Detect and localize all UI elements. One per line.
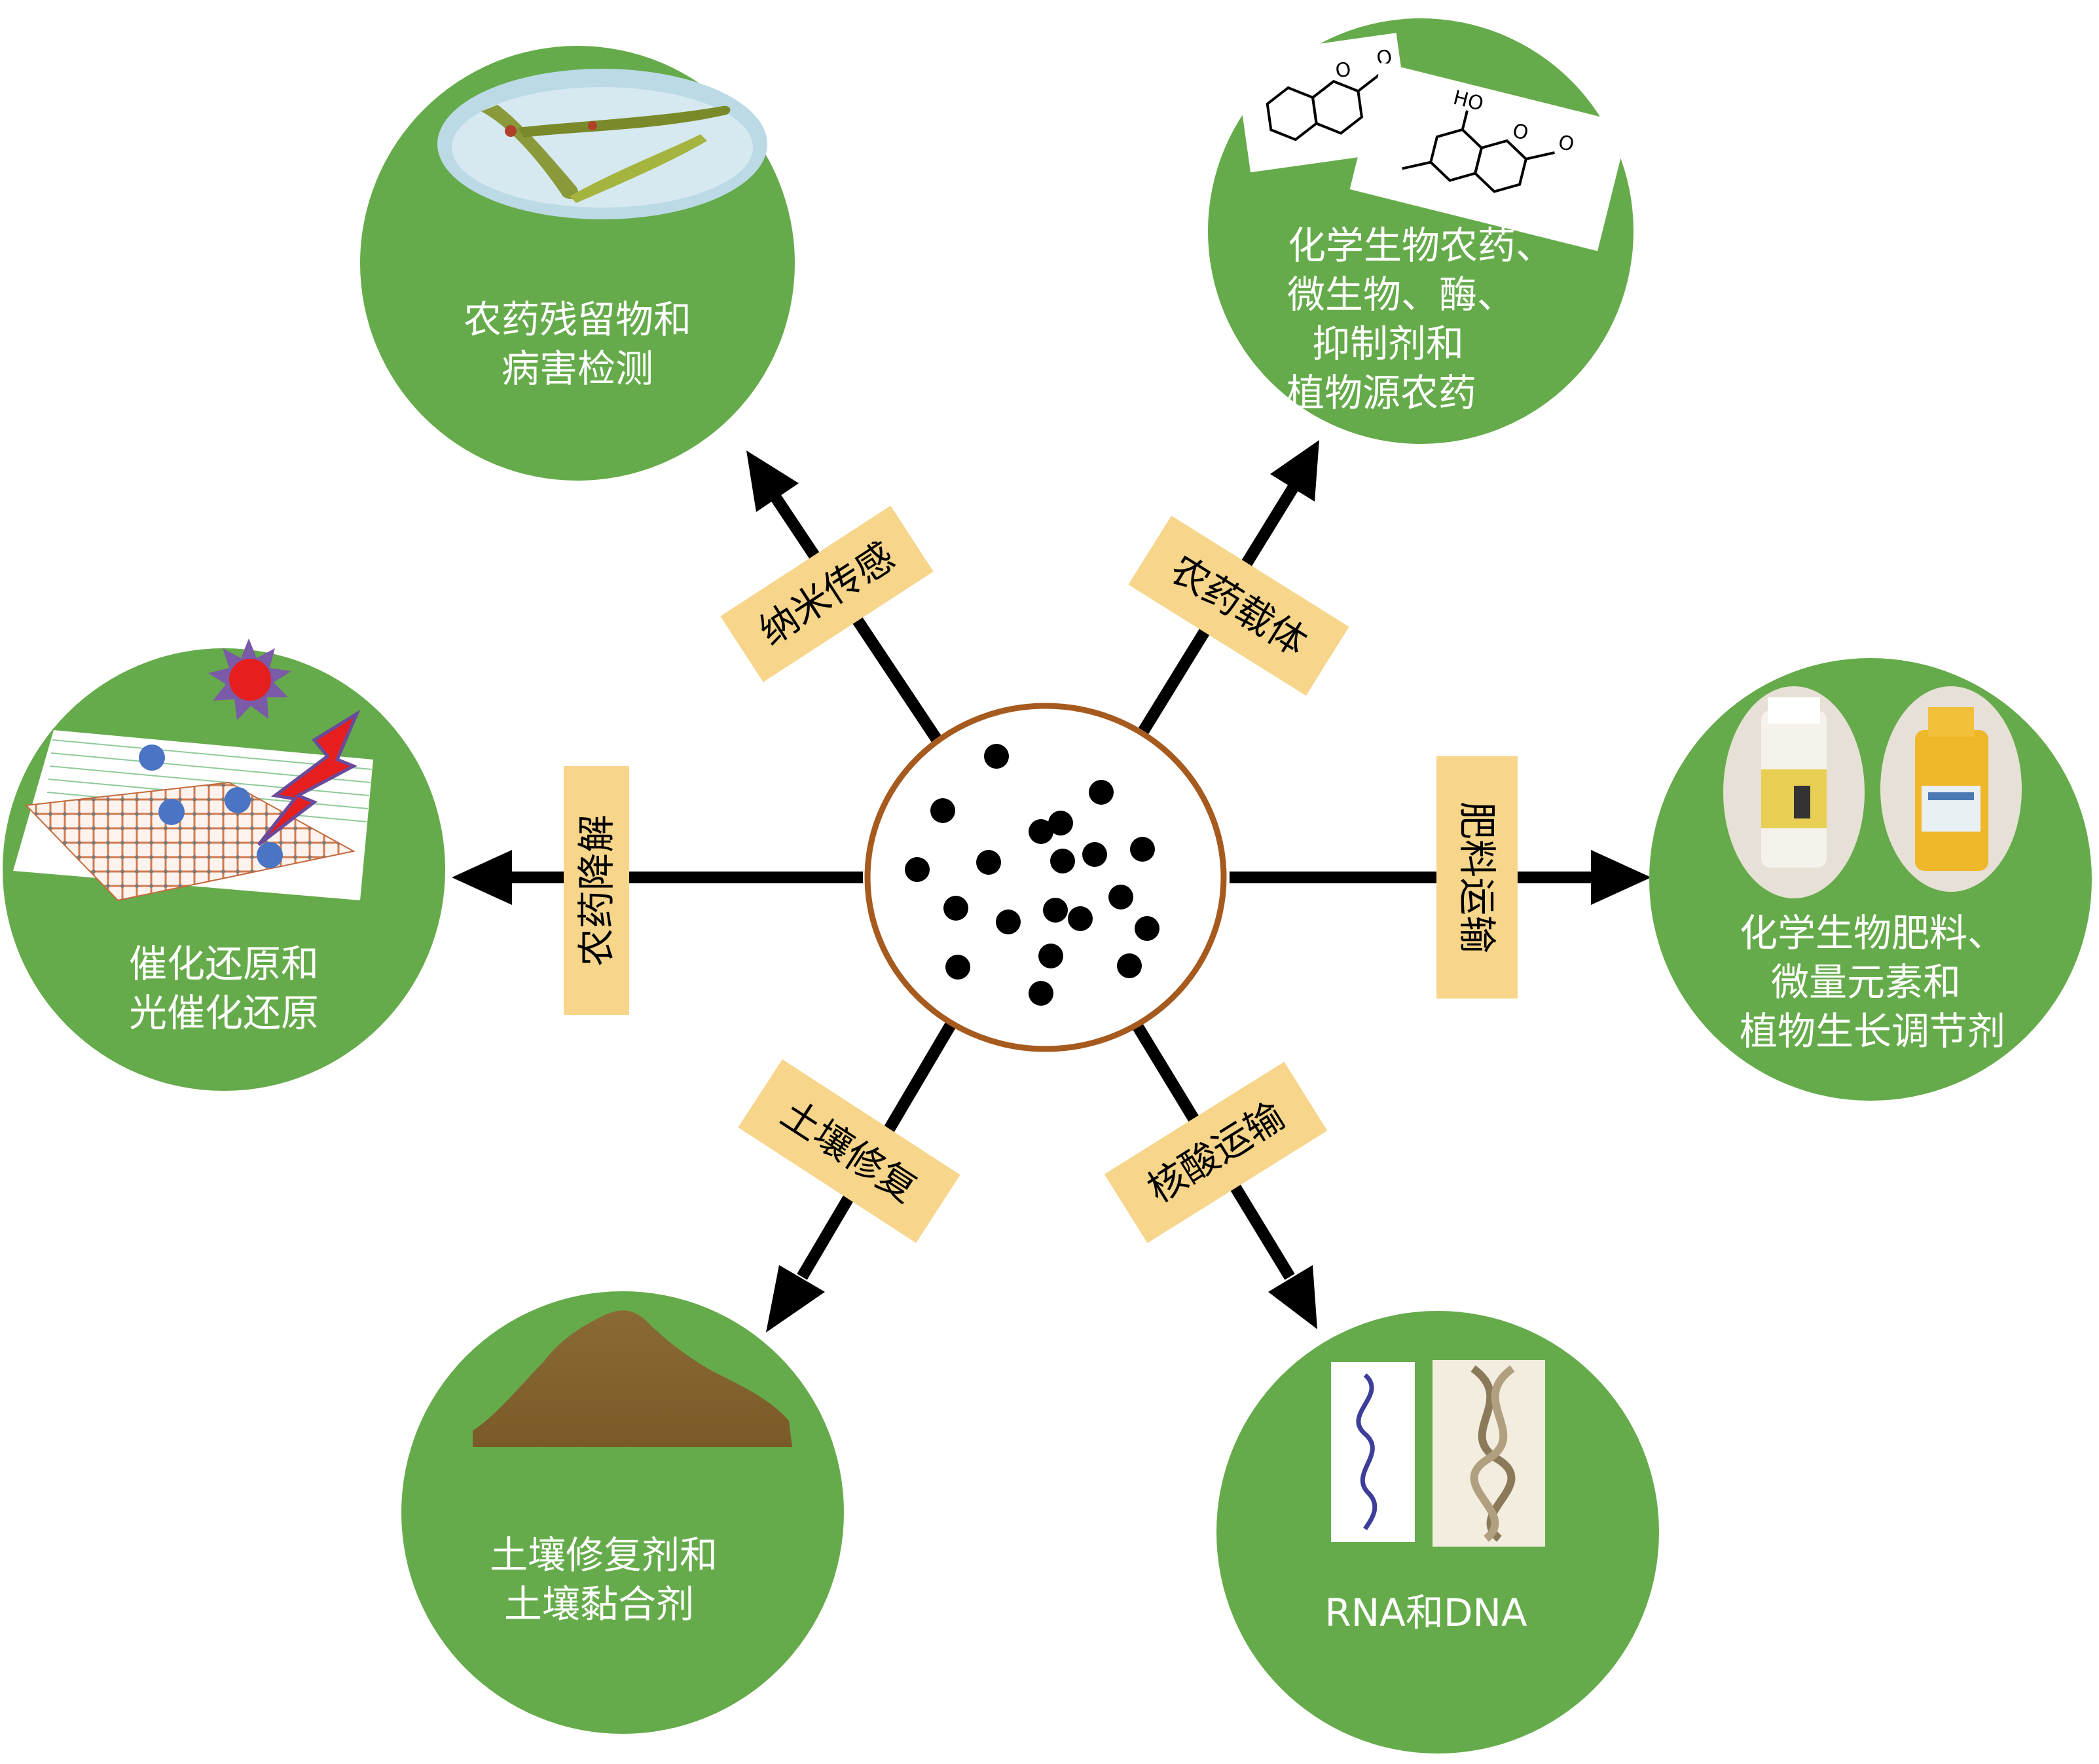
lightning-icon [257, 709, 361, 846]
circle-degradation-line-2: 光催化还原 [129, 991, 319, 1035]
dna-helix-icon [1331, 1360, 1545, 1547]
arrow-sensing [746, 450, 947, 750]
label-sensing: 纳米传感 [720, 505, 934, 682]
center-nanoparticle [864, 703, 1227, 1052]
circle-nucleic-acid-line-1: RNA和DNA [1324, 1590, 1527, 1635]
arrow-fertilizer [1230, 850, 1651, 905]
photocatalysis-sheet-icon [13, 638, 373, 902]
label-soil: 土壤修复 [738, 1059, 960, 1243]
circle-sensing: 农药残留物和 病害检测 [360, 46, 795, 481]
circle-carrier-line-1: 化学生物农药、 [1288, 223, 1554, 268]
circle-fertilizer-line-2: 微量元素和 [1771, 960, 1961, 1004]
circle-nucleic-acid: RNA和DNA [1216, 1311, 1659, 1754]
label-fertilizer-text: 肥料运输 [1455, 801, 1499, 953]
nanoparticle-dots [905, 744, 1159, 1006]
label-pesticide-carrier: 农药载体 [1128, 515, 1349, 696]
circle-fertilizer-line-3: 植物生长调节剂 [1740, 1009, 2005, 1054]
circle-pesticide-carrier: O O HO O O 化学生物农药、 微生物、酶、 抑制剂和 植物源农药 [1208, 18, 1634, 444]
circle-fertilizer: 化学生物肥料、 微量元素和 植物生长调节剂 [1649, 658, 2092, 1101]
fertilizer-bottles-icon [1723, 686, 2022, 898]
circle-sensing-line-1: 农药残留物和 [464, 297, 691, 342]
oxygen-label-1: O [1334, 58, 1352, 83]
circle-sensing-line-2: 病害检测 [502, 346, 653, 391]
label-nucleic-acid: 核酸运输 [1104, 1061, 1328, 1243]
circle-degradation: 催化还原和 光催化还原 [3, 638, 445, 1091]
sun-icon [208, 638, 291, 720]
arrow-degradation [452, 850, 863, 905]
circle-degradation-line-1: 催化还原和 [129, 942, 319, 986]
pathogen-micrograph-icon [437, 69, 767, 219]
circle-fertilizer-line-1: 化学生物肥料、 [1740, 911, 2005, 955]
label-degradation: 农药降解 [564, 766, 629, 1015]
label-fertilizer: 肥料运输 [1436, 756, 1518, 999]
circle-carrier-line-2: 微生物、酶、 [1287, 272, 1515, 317]
circle-carrier-line-3: 抑制剂和 [1312, 322, 1464, 366]
circle-soil-line-1: 土壤修复剂和 [490, 1533, 718, 1577]
soil-pile-icon [473, 1310, 792, 1447]
circle-soil: 土壤修复剂和 土壤黏合剂 [401, 1291, 844, 1734]
coumarin-structure-icon: O O HO O O [1234, 33, 1630, 251]
circle-soil-line-2: 土壤黏合剂 [504, 1582, 694, 1626]
circle-carrier-line-4: 植物源农药 [1287, 371, 1476, 415]
label-degradation-text: 农药降解 [574, 815, 619, 966]
